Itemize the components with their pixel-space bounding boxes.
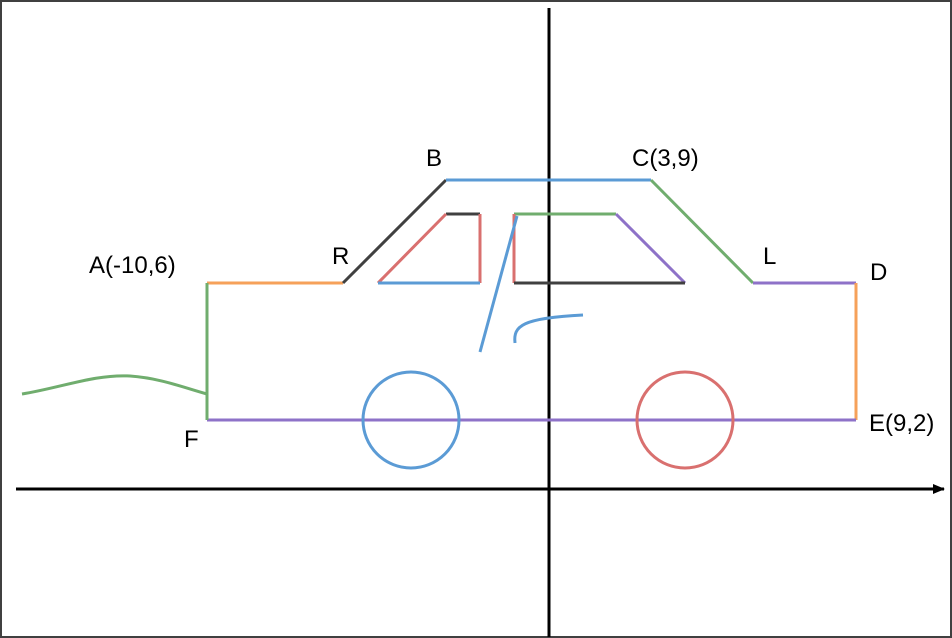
label-e: E(9,2): [869, 410, 934, 437]
segment-c-l: [649, 178, 755, 285]
label-b: B: [426, 145, 442, 172]
label-a: A(-10,6): [89, 252, 176, 279]
door-edge: [478, 215, 519, 353]
rear-window: [376, 212, 482, 285]
label-f: F: [184, 426, 199, 453]
front-window: [512, 212, 687, 285]
front-window-slant: [614, 212, 687, 285]
segment-r-b: [341, 178, 448, 285]
rear-wheel: [361, 370, 461, 470]
label-d: D: [870, 259, 887, 286]
label-l: L: [763, 243, 776, 270]
door-handle: [513, 313, 584, 344]
label-c: C(3,9): [632, 145, 699, 172]
rear-window-slant: [376, 212, 448, 285]
exhaust-curve: [21, 374, 208, 396]
front-wheel: [635, 370, 735, 470]
label-r: R: [332, 243, 349, 270]
